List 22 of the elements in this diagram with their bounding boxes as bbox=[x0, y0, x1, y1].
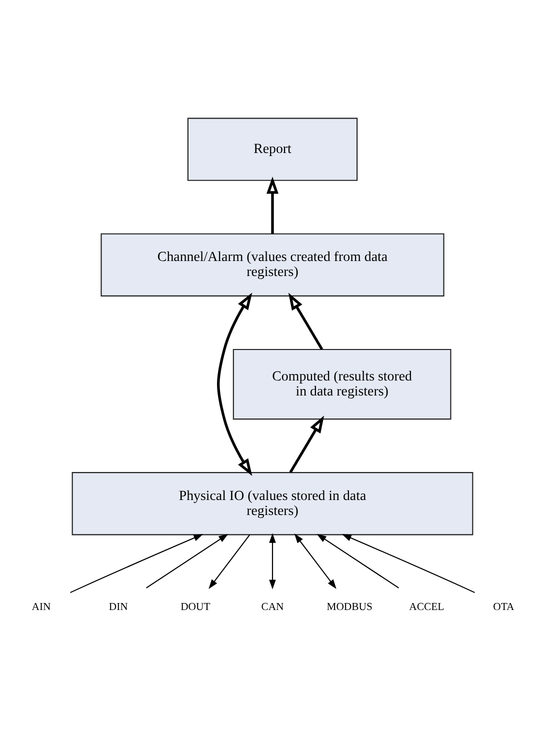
node-box: Channel/Alarm (values created from data registers) bbox=[100, 232, 444, 296]
arrow bbox=[342, 534, 475, 593]
arrow bbox=[208, 534, 250, 589]
arrow bbox=[289, 415, 324, 473]
arrow bbox=[146, 533, 228, 588]
arrow bbox=[288, 292, 324, 350]
node-text: DOUT bbox=[180, 600, 210, 613]
arrow bbox=[217, 292, 252, 476]
node-text: AIN bbox=[32, 600, 51, 613]
node-text: CAN bbox=[261, 600, 284, 613]
node-text: MODBUS bbox=[326, 600, 372, 613]
arrow bbox=[266, 176, 278, 234]
node-text: DIN bbox=[108, 600, 128, 613]
arrow bbox=[316, 533, 400, 588]
node-text: OTA bbox=[493, 600, 514, 613]
arrow bbox=[294, 533, 336, 589]
node-box: Physical IO (values stored in data registers) bbox=[72, 472, 474, 535]
node-text: ACCEL bbox=[409, 600, 444, 613]
arrow bbox=[269, 532, 276, 589]
node-box: Report bbox=[187, 117, 358, 180]
node-box: Computed (results stored in data registers) bbox=[232, 348, 452, 420]
arrow bbox=[70, 534, 204, 593]
